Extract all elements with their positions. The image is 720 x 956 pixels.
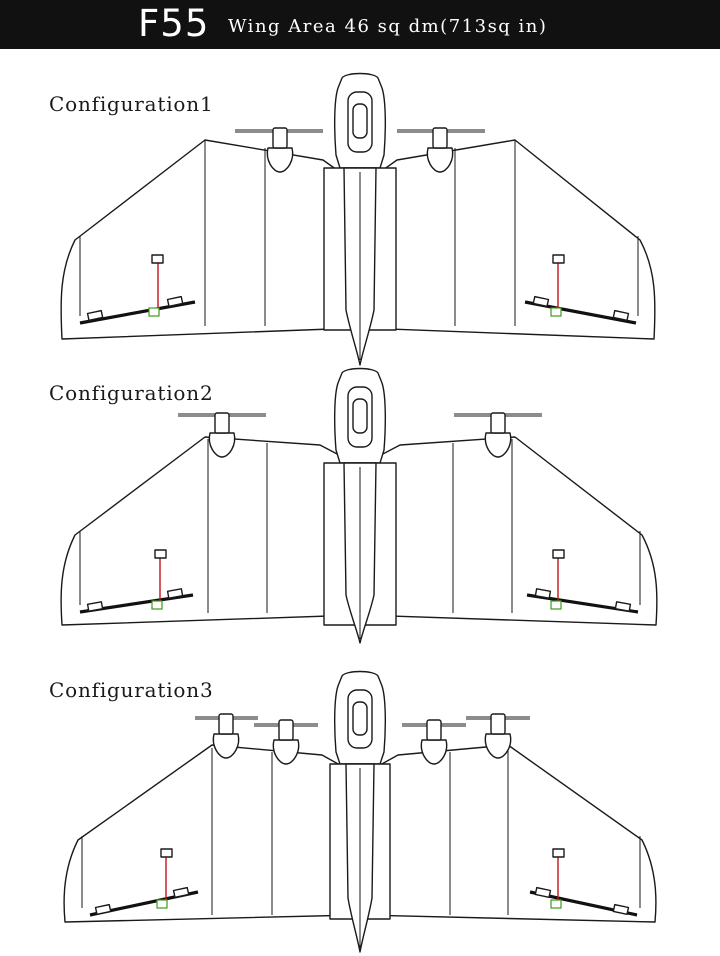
- motor-pods: [235, 127, 485, 173]
- model-name: F55: [138, 2, 210, 45]
- fuselage: [323, 72, 397, 366]
- fuselage: [323, 367, 397, 644]
- title-bar: F55 Wing Area 46 sq dm(713sq in): [0, 0, 720, 49]
- configuration-3-label: Configuration3: [49, 678, 214, 702]
- configuration-2-aircraft-diagram: [60, 367, 658, 644]
- motor-pods: [195, 713, 530, 765]
- fuselage: [329, 670, 391, 953]
- left-wing: [60, 139, 359, 340]
- left-wing: [63, 744, 359, 923]
- wing-area-spec: Wing Area 46 sq dm(713sq in): [228, 16, 548, 37]
- configuration-1-label: Configuration1: [49, 92, 214, 116]
- configuration-1-aircraft-diagram: [60, 72, 656, 366]
- configuration-2-label: Configuration2: [49, 381, 214, 405]
- right-wing: [361, 436, 658, 626]
- left-wing: [60, 436, 359, 626]
- configuration-3-aircraft-diagram: [63, 670, 657, 953]
- motor-pods: [178, 412, 542, 458]
- right-wing: [361, 744, 657, 923]
- right-wing: [361, 139, 656, 340]
